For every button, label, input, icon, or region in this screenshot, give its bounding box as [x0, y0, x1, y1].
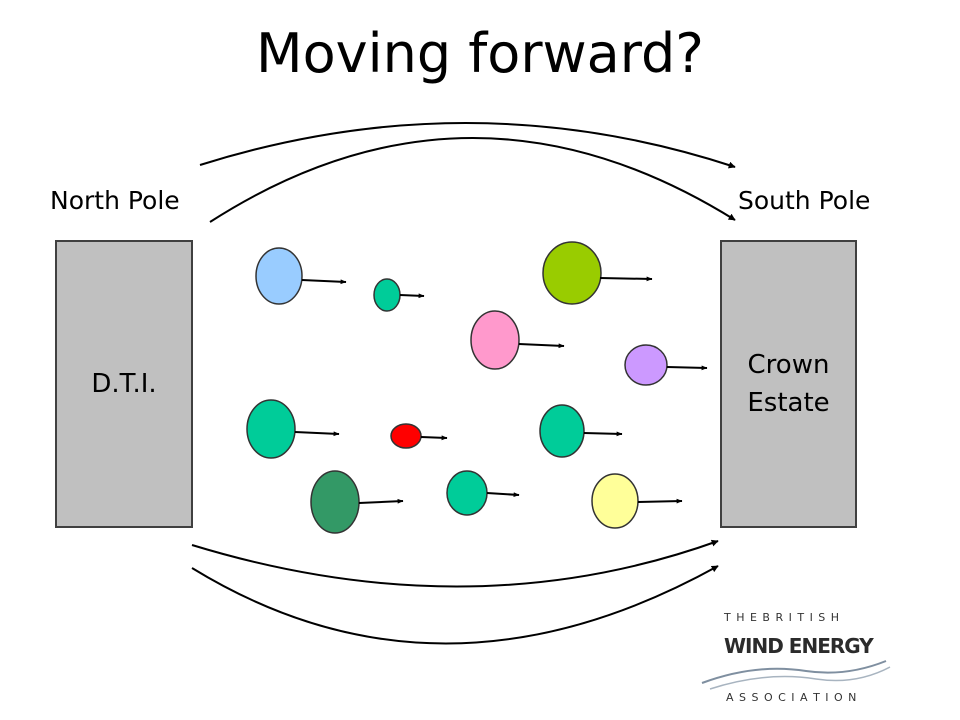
teal-circle-bottom — [446, 470, 488, 516]
slide-title: Moving forward? — [256, 22, 704, 85]
swoosh-icon-2 — [709, 666, 891, 690]
arrow — [358, 498, 404, 504]
arrow — [518, 343, 565, 349]
small-teal-circle-group — [373, 278, 425, 312]
light-blue-circle — [255, 247, 303, 305]
logo-main-text: WIND ENERGY — [724, 634, 874, 658]
teal-circle-right-group — [539, 404, 623, 458]
bottom-arc-arrow-2 — [191, 565, 719, 645]
south-pole-label: South Pole — [738, 186, 871, 215]
dti-box: D.T.I. — [55, 240, 193, 528]
light-blue-circle-group — [255, 247, 347, 305]
lime-circle-group — [542, 241, 653, 305]
arrow — [399, 293, 425, 299]
dark-green-circle-group — [310, 470, 404, 534]
arrow — [599, 276, 653, 282]
logo-top-text: T H E B R I T I S H — [723, 611, 840, 624]
arrow — [301, 279, 347, 285]
bottom-arc-arrow-1 — [191, 539, 719, 588]
red-circle — [390, 423, 422, 449]
arrow — [486, 492, 520, 498]
top-arc-arrow-2 — [209, 137, 736, 223]
bwea-logo: T H E B R I T I S H WIND ENERGY A S S O … — [701, 611, 891, 704]
pink-circle — [470, 310, 520, 370]
lime-circle — [542, 241, 602, 305]
arrow — [294, 431, 340, 437]
dti-box-label: D.T.I. — [91, 369, 157, 399]
top-arc-arrow-1 — [199, 122, 736, 169]
dark-green-circle — [310, 470, 360, 534]
teal-circle-bottom-group — [446, 470, 520, 516]
crown-estate-label-line-2: Estate — [747, 388, 830, 418]
logo-bottom-text: A S S O C I A T I O N — [726, 691, 857, 704]
red-circle-group — [390, 423, 448, 449]
arrow — [583, 431, 623, 437]
swoosh-icon — [701, 660, 887, 684]
lavender-circle — [624, 344, 668, 386]
arrow — [637, 498, 683, 504]
crown-estate-box: Crown Estate — [720, 240, 857, 528]
crown-estate-label-line-1: Crown — [747, 350, 830, 380]
north-pole-label: North Pole — [50, 186, 180, 215]
teal-circle-left-group — [246, 399, 340, 459]
arrow — [666, 365, 708, 371]
light-yellow-circle — [591, 473, 639, 529]
light-yellow-circle-group — [591, 473, 683, 529]
lavender-circle-group — [624, 344, 708, 386]
teal-circle-left — [246, 399, 296, 459]
small-teal-circle — [373, 278, 401, 312]
arrow — [420, 435, 448, 441]
teal-circle-right — [539, 404, 585, 458]
pink-circle-group — [470, 310, 565, 370]
